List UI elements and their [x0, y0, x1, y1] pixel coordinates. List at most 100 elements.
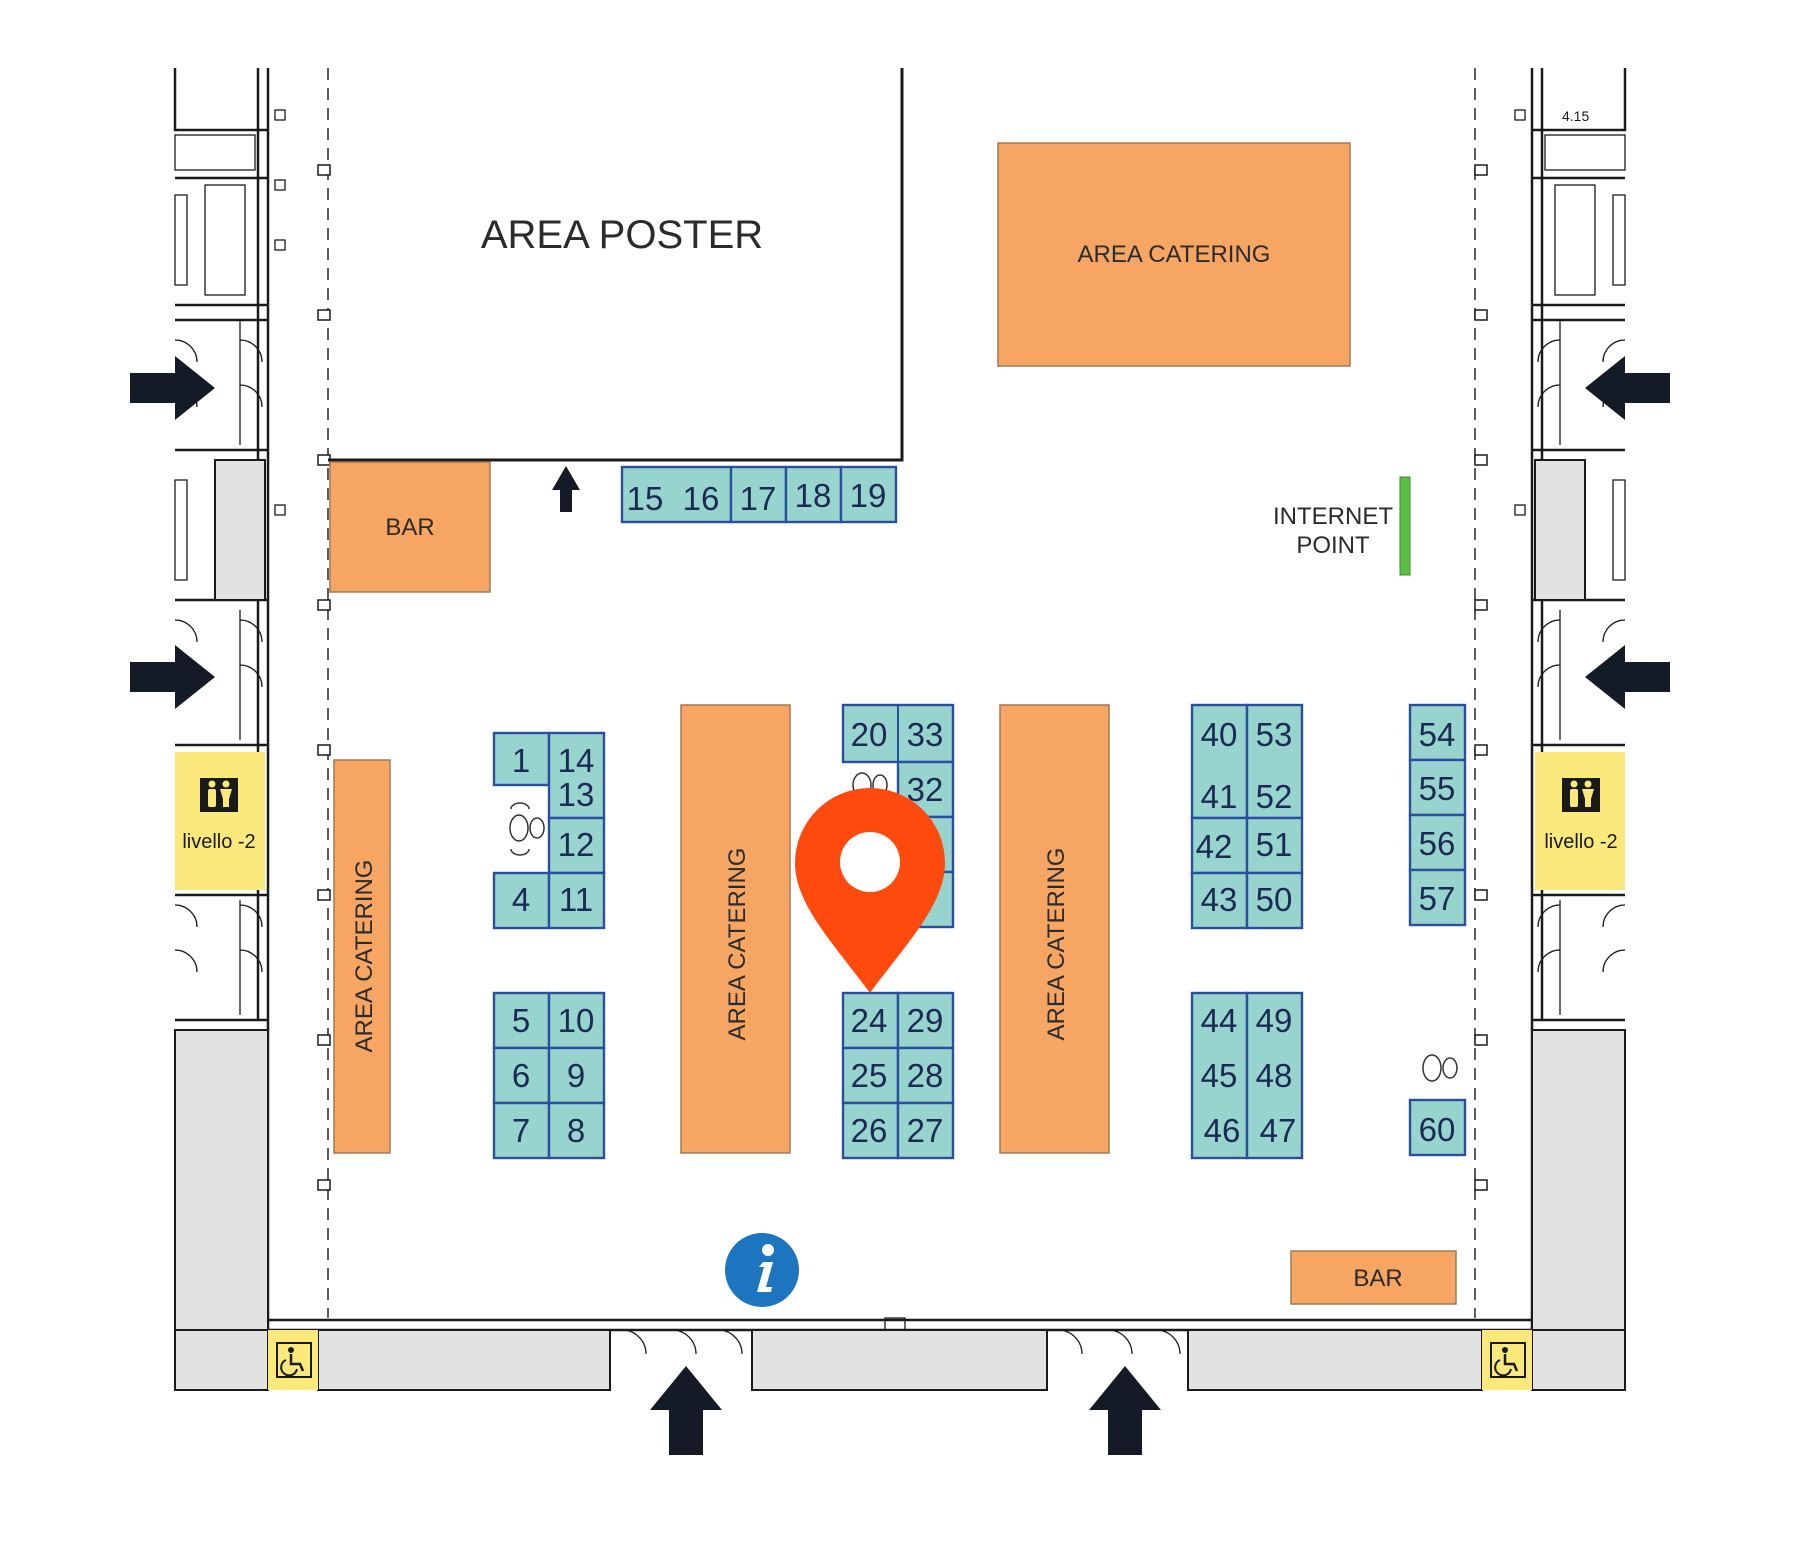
booth-53-52[interactable]: 53 52 — [1245, 703, 1304, 820]
booth-54[interactable]: 54 — [1408, 703, 1467, 762]
booth-48-number: 48 — [1256, 1057, 1293, 1094]
booth-49-48-47[interactable]: 49 48 47 — [1245, 991, 1304, 1160]
booth-41-number: 41 — [1201, 778, 1238, 815]
booth-33-number: 33 — [907, 716, 944, 753]
booth-4[interactable]: 4 — [492, 871, 551, 930]
booth-57[interactable]: 57 — [1408, 868, 1467, 927]
booth-10-number: 10 — [558, 1002, 595, 1039]
booth-block-right-lower: 44 45 46 49 48 47 — [1190, 991, 1304, 1160]
booth-49-number: 49 — [1256, 1002, 1293, 1039]
booth-13-number: 13 — [558, 776, 595, 813]
booth-column-far-right: 54 55 56 57 60 — [1408, 703, 1467, 1157]
bar-bottom[interactable]: BAR — [1290, 1250, 1457, 1305]
booth-44-number: 44 — [1201, 1002, 1238, 1039]
booth-row-top: 15 16 17 18 19 — [620, 465, 898, 524]
booth-12-number: 12 — [558, 826, 595, 863]
entrance-arrow-icon — [650, 1366, 722, 1455]
booth-8[interactable]: 8 — [547, 1101, 606, 1160]
bar-top-label: BAR — [385, 514, 434, 541]
booth-block-left-upper: 1 14 13 12 4 11 — [492, 731, 606, 930]
wall-dimension-label: 4.15 — [1562, 108, 1589, 124]
booth-9-number: 9 — [567, 1057, 585, 1094]
wheelchair-icon — [1490, 1342, 1526, 1378]
area-catering-top[interactable]: AREA CATERING — [997, 142, 1351, 367]
booth-42[interactable]: 42 — [1190, 816, 1249, 875]
booth-9[interactable]: 9 — [547, 1046, 606, 1105]
booth-60[interactable]: 60 — [1408, 1098, 1467, 1157]
booth-4-number: 4 — [512, 881, 530, 918]
booth-27-number: 27 — [907, 1112, 944, 1149]
booth-44-45-46[interactable]: 44 45 46 — [1190, 991, 1249, 1160]
booth-15-16[interactable]: 15 16 — [620, 465, 733, 524]
area-catering-left[interactable]: AREA CATERING — [333, 759, 391, 1154]
area-catering-center-label: AREA CATERING — [724, 848, 751, 1041]
booth-24[interactable]: 24 — [841, 991, 900, 1050]
booth-11[interactable]: 11 — [547, 871, 606, 930]
booth-1[interactable]: 1 — [492, 731, 551, 787]
restroom-right[interactable]: livello -2 — [1535, 752, 1625, 890]
booth-12[interactable]: 12 — [547, 816, 606, 875]
booth-25[interactable]: 25 — [841, 1046, 900, 1105]
booth-55-number: 55 — [1419, 770, 1456, 807]
booth-50[interactable]: 50 — [1245, 871, 1304, 930]
booth-60-number: 60 — [1419, 1111, 1456, 1148]
booth-46-number: 46 — [1204, 1112, 1241, 1149]
entrance-arrow-icon — [130, 645, 215, 709]
bar-top[interactable]: BAR — [329, 461, 491, 593]
booth-56[interactable]: 56 — [1408, 813, 1467, 872]
booth-19[interactable]: 19 — [839, 465, 898, 524]
area-catering-center[interactable]: AREA CATERING — [680, 704, 791, 1154]
booth-6[interactable]: 6 — [492, 1046, 551, 1105]
booth-7[interactable]: 7 — [492, 1101, 551, 1160]
booth-51-number: 51 — [1256, 826, 1293, 863]
booth-10[interactable]: 10 — [547, 991, 606, 1050]
booth-54-number: 54 — [1419, 716, 1456, 753]
restroom-left[interactable]: livello -2 — [175, 752, 265, 890]
area-catering-right-label: AREA CATERING — [1043, 848, 1070, 1041]
left-wall-structure — [173, 68, 286, 1391]
entrance-arrow-icon — [552, 466, 580, 512]
right-wall-structure: 4.15 — [1514, 68, 1627, 1391]
booth-18-number: 18 — [795, 477, 832, 514]
booth-28-number: 28 — [907, 1057, 944, 1094]
booth-28[interactable]: 28 — [896, 1046, 955, 1105]
booth-14-13[interactable]: 14 13 — [547, 731, 606, 820]
area-catering-right[interactable]: AREA CATERING — [999, 704, 1110, 1154]
booth-block-left-lower: 5 10 6 9 7 8 — [492, 991, 606, 1160]
booth-16-number: 16 — [683, 480, 720, 517]
location-pin-icon[interactable] — [795, 788, 945, 993]
booth-43[interactable]: 43 — [1190, 871, 1249, 930]
footprints-icon — [1422, 1054, 1458, 1082]
area-poster[interactable]: AREA POSTER — [328, 68, 904, 462]
booth-15-number: 15 — [627, 480, 664, 517]
booth-18[interactable]: 18 — [784, 465, 843, 524]
booth-block-center-lower: 24 29 25 28 26 27 — [841, 991, 955, 1160]
booth-17[interactable]: 17 — [729, 465, 788, 524]
booth-27[interactable]: 27 — [896, 1101, 955, 1160]
restroom-left-label: livello -2 — [182, 831, 255, 853]
booth-29-number: 29 — [907, 1002, 944, 1039]
booth-5[interactable]: 5 — [492, 991, 551, 1050]
internet-point-label-line1: INTERNET — [1273, 503, 1393, 530]
booth-14-number: 14 — [558, 742, 595, 779]
booth-1-number: 1 — [512, 742, 530, 779]
info-icon[interactable] — [725, 1233, 799, 1307]
booth-42-number: 42 — [1196, 828, 1233, 865]
booth-40-41[interactable]: 40 41 — [1190, 703, 1249, 820]
booth-26[interactable]: 26 — [841, 1101, 900, 1160]
booth-20-number: 20 — [851, 716, 888, 753]
area-catering-top-label: AREA CATERING — [1078, 241, 1271, 268]
internet-point[interactable]: INTERNET POINT — [1273, 476, 1411, 576]
booth-29[interactable]: 29 — [896, 991, 955, 1050]
footprints-icon — [509, 802, 545, 856]
entrance-arrow-icon — [1585, 356, 1670, 420]
booth-25-number: 25 — [851, 1057, 888, 1094]
booth-51[interactable]: 51 — [1245, 816, 1304, 875]
booth-53-number: 53 — [1256, 716, 1293, 753]
entrance-arrow-icon — [130, 356, 215, 420]
booth-20-33[interactable]: 20 33 — [841, 703, 955, 764]
booth-40-number: 40 — [1201, 716, 1238, 753]
restroom-right-label: livello -2 — [1544, 831, 1617, 853]
booth-55[interactable]: 55 — [1408, 758, 1467, 817]
